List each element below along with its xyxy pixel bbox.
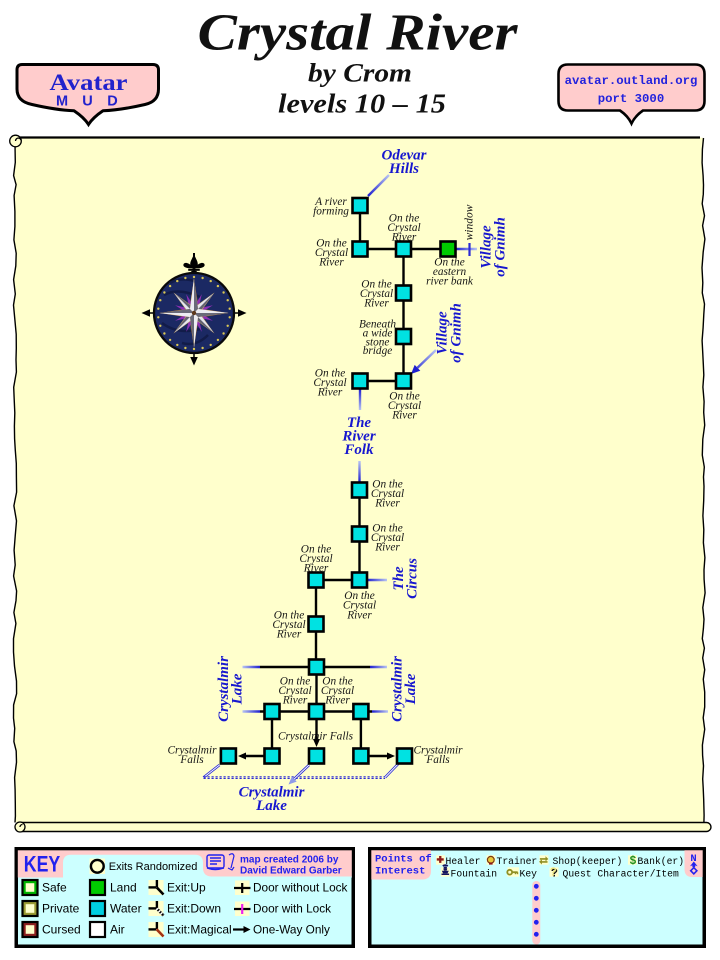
svg-text:?: ?: [550, 867, 557, 880]
svg-text:Crystal River: Crystal River: [198, 5, 519, 62]
svg-text:?: ?: [551, 868, 558, 881]
svg-text:David Edward Garber: David Edward Garber: [240, 866, 342, 877]
svg-text:Private: Private: [42, 902, 80, 916]
svg-text:Points of: Points of: [375, 854, 432, 866]
svg-text:Door with Lock: Door with Lock: [253, 902, 331, 916]
svg-text:Key: Key: [520, 869, 538, 880]
svg-text:Avatar: Avatar: [50, 70, 128, 95]
svg-text:window: window: [464, 204, 476, 240]
svg-text:of Gnimh: of Gnimh: [493, 217, 509, 277]
svg-text:N: N: [690, 853, 696, 865]
svg-text:Air: Air: [110, 923, 125, 937]
svg-text:Shop(keeper): Shop(keeper): [553, 856, 623, 867]
svg-text:KEY: KEY: [24, 852, 61, 877]
svg-text:Safe: Safe: [42, 881, 67, 895]
svg-text:map created 2006 by: map created 2006 by: [240, 855, 339, 866]
svg-text:Lake: Lake: [230, 673, 246, 705]
svg-text:by Crom: by Crom: [308, 58, 412, 88]
svg-text:One-Way Only: One-Way Only: [253, 923, 330, 937]
svg-text:Fountain: Fountain: [451, 869, 498, 880]
svg-text:Door without Lock: Door without Lock: [253, 881, 348, 895]
svg-text:Interest: Interest: [375, 866, 425, 878]
svg-text:Cursed: Cursed: [42, 923, 81, 937]
svg-text:Quest Character/Item: Quest Character/Item: [563, 869, 679, 880]
svg-text:Circus: Circus: [405, 558, 421, 599]
svg-text:D: D: [107, 94, 117, 110]
svg-text:Crystalmir: Crystalmir: [390, 656, 406, 722]
svg-text:Land: Land: [110, 881, 137, 895]
svg-text:Lake: Lake: [403, 673, 419, 705]
svg-text:levels 10 – 15: levels 10 – 15: [278, 88, 446, 119]
svg-text:Exit:Up: Exit:Up: [167, 881, 206, 895]
svg-text:Exit:Magical: Exit:Magical: [167, 923, 232, 937]
svg-text:U: U: [82, 94, 92, 110]
svg-text:M: M: [56, 94, 68, 110]
svg-text:of Gnimh: of Gnimh: [449, 303, 465, 363]
svg-text:Village: Village: [479, 225, 495, 269]
svg-text:Crystalmir: Crystalmir: [216, 656, 232, 722]
svg-text:Exit:Down: Exit:Down: [167, 902, 221, 916]
svg-text:$: $: [630, 855, 637, 868]
svg-text:avatar.outland.org: avatar.outland.org: [565, 74, 698, 88]
svg-text:port 3000: port 3000: [598, 92, 664, 106]
svg-text:Crystalmir Falls: Crystalmir Falls: [278, 731, 354, 743]
svg-text:Bank(er): Bank(er): [638, 856, 685, 867]
svg-text:Village: Village: [435, 311, 451, 355]
svg-text:The: The: [391, 566, 407, 591]
svg-text:Water: Water: [110, 902, 142, 916]
svg-text:Exits Randomized: Exits Randomized: [109, 861, 198, 873]
svg-text:Healer: Healer: [446, 856, 481, 867]
svg-text:Trainer: Trainer: [497, 856, 538, 867]
